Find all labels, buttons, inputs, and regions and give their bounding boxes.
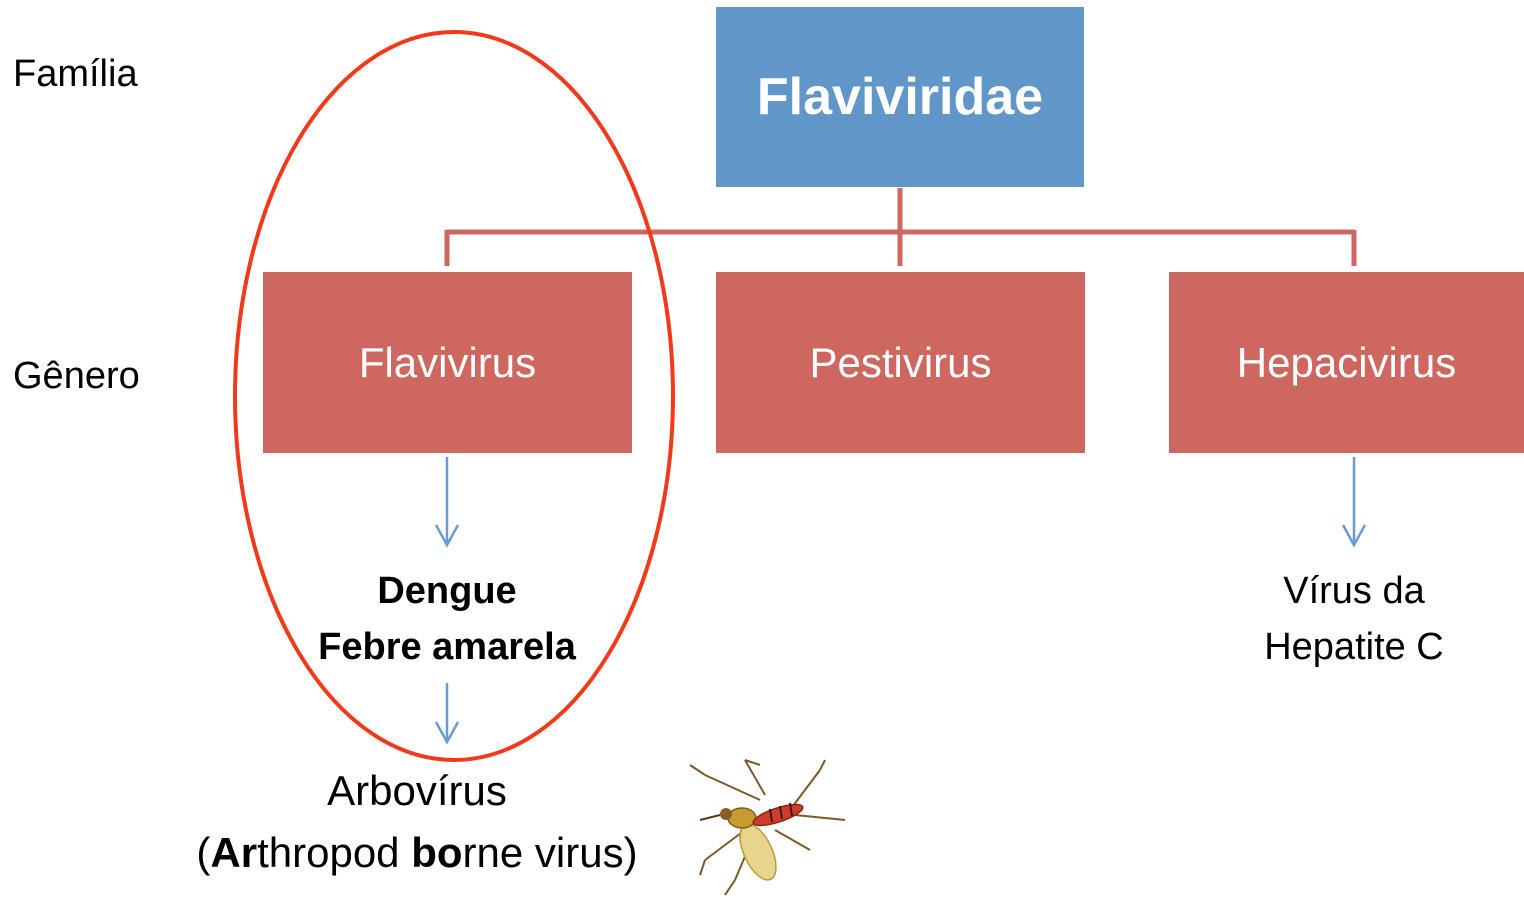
- arrow-flavivirus-down: [436, 457, 458, 545]
- genus-name: Pestivirus: [809, 339, 991, 387]
- paren-open: (: [196, 829, 210, 876]
- ar-bold: Ar: [210, 829, 257, 876]
- flavivirus-examples: Dengue Febre amarela: [247, 563, 647, 675]
- family-box: Flaviviridae: [716, 7, 1084, 187]
- mosquito-abdomen: [751, 800, 805, 829]
- tree-connector: [447, 188, 1354, 266]
- mosquito-thorax: [728, 808, 756, 828]
- mosquito-proboscis: [700, 815, 720, 820]
- family-label: Família: [13, 53, 138, 96]
- rne-virus-text: rne virus: [463, 829, 624, 876]
- bo-bold: bo: [411, 829, 462, 876]
- hepacivirus-examples: Vírus da Hepatite C: [1184, 563, 1524, 675]
- mosquito-wing: [733, 819, 784, 885]
- genus-name: Flavivirus: [359, 339, 536, 387]
- arrow-diseases-down: [436, 683, 458, 742]
- arrow-hepacivirus-down: [1343, 457, 1365, 545]
- thropod-text: thropod: [257, 829, 411, 876]
- family-name: Flaviviridae: [757, 67, 1043, 127]
- genus-box-flavivirus: Flavivirus: [263, 272, 632, 453]
- example-dengue: Dengue: [247, 563, 647, 619]
- genus-name: Hepacivirus: [1237, 339, 1456, 387]
- genus-label: Gênero: [13, 355, 140, 398]
- genus-box-hepacivirus: Hepacivirus: [1169, 272, 1524, 453]
- arbovirus-block: Arbovírus (Arthropod borne virus): [137, 760, 697, 884]
- example-virus-da: Vírus da: [1184, 563, 1524, 619]
- mosquito-head: [720, 808, 732, 820]
- arbovirus-title: Arbovírus: [137, 760, 697, 822]
- example-hepatite-c: Hepatite C: [1184, 619, 1524, 675]
- genus-box-pestivirus: Pestivirus: [716, 272, 1085, 453]
- arbovirus-expansion: (Arthropod borne virus): [137, 822, 697, 884]
- example-febre-amarela: Febre amarela: [247, 619, 647, 675]
- paren-close: ): [624, 829, 638, 876]
